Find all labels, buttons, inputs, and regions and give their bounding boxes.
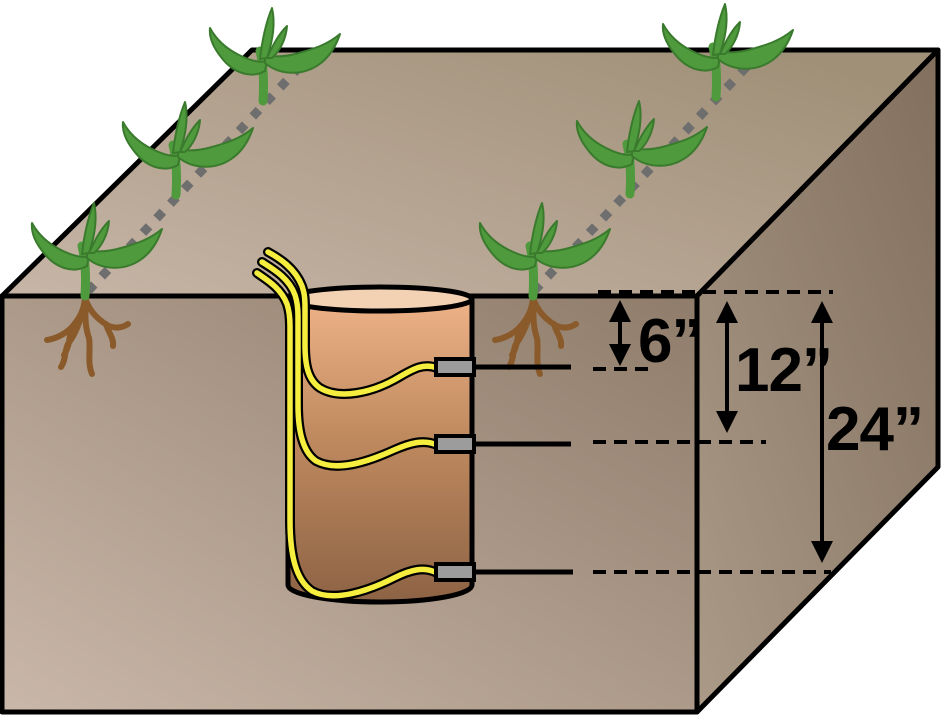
arrowhead-down-icon xyxy=(716,411,738,433)
wire-to-24in-sensor xyxy=(254,270,440,599)
wire-to-6in-sensor xyxy=(265,249,440,397)
depth-label-6in: 6” xyxy=(638,307,701,376)
soil-sensor-24in xyxy=(434,562,476,582)
wire-to-12in-sensor xyxy=(259,259,440,469)
soil-core-top-opening xyxy=(285,284,475,314)
soil-sensor-12in xyxy=(434,434,476,454)
crop-row-line-left xyxy=(84,54,312,295)
soil-sensor-6in xyxy=(434,357,476,377)
arrowhead-down-icon xyxy=(609,344,631,366)
arrowhead-up-icon xyxy=(609,300,631,322)
depth-label-24in: 24” xyxy=(826,395,923,464)
soil-core-cylinder xyxy=(285,299,475,605)
arrowhead-up-icon xyxy=(716,301,738,323)
dimension-arrow-24in xyxy=(811,301,833,563)
depth-label-12in: 12” xyxy=(735,336,832,405)
arrowhead-down-icon xyxy=(811,541,833,563)
sensor-wires xyxy=(252,247,442,601)
dimension-arrow-6in xyxy=(609,300,631,366)
dimension-arrow-12in xyxy=(716,301,738,433)
arrowhead-up-icon xyxy=(811,301,833,323)
